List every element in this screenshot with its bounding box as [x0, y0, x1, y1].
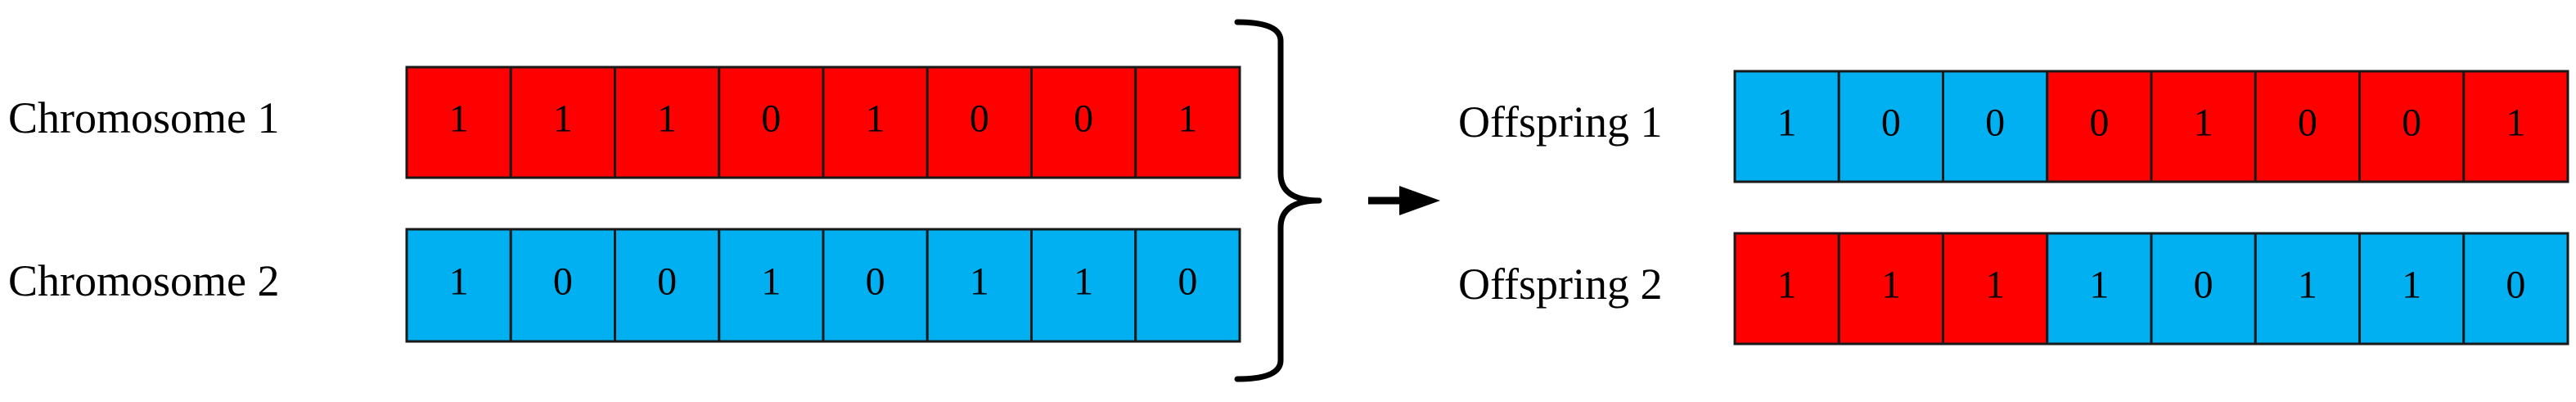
offspring-2-gene-value: 0 [2194, 264, 2213, 307]
offspring-2-gene-cell [2358, 232, 2466, 346]
chromosome-2-gene-value: 0 [553, 260, 573, 304]
chromosome-1-gene-cell [1030, 65, 1137, 179]
right-curly-brace-icon [1234, 19, 1322, 382]
chromosome-2-gene-value: 1 [449, 260, 469, 304]
offspring-1-gene-cell [1733, 70, 1840, 183]
offspring-1-gene-value: 0 [1881, 102, 1901, 145]
offspring-1-row: Offspring 1 1 0 0 0 1 0 0 1 [1458, 70, 2569, 183]
offspring-1-gene-cell [2462, 70, 2569, 183]
chromosome-1-gene-cell [509, 65, 616, 179]
offspring-1-gene-value: 1 [1777, 102, 1797, 145]
offspring-1-gene-cell [2358, 70, 2466, 183]
right-arrow-icon [1368, 186, 1440, 215]
chromosome-1-gene-value: 1 [449, 97, 469, 141]
chromosome-1-label: Chromosome 1 [8, 93, 280, 142]
chromosome-2-gene-value: 1 [1074, 260, 1093, 304]
chromosome-2-gene-value: 0 [866, 260, 885, 304]
chromosome-1-gene-value: 0 [761, 97, 781, 141]
offspring-2-gene-value: 1 [1777, 264, 1797, 307]
chromosome-2-label: Chromosome 2 [8, 256, 280, 305]
offspring-1-label: Offspring 1 [1458, 97, 1663, 147]
offspring-1-gene-value: 1 [2506, 102, 2525, 145]
offspring-2-gene-value: 1 [2089, 264, 2109, 307]
offspring-1-gene-cell [2150, 70, 2257, 183]
offspring-2-gene-value: 0 [2506, 264, 2525, 307]
chromosome-2-gene-value: 1 [761, 260, 781, 304]
offspring-1-gene-value: 0 [1985, 102, 2005, 145]
offspring-1-gene-cell [1837, 70, 1944, 183]
offspring-1-gene-cell [1942, 70, 2049, 183]
offspring-2-row: Offspring 2 1 1 1 1 0 1 1 0 [1458, 232, 2569, 346]
offspring-2-label: Offspring 2 [1458, 260, 1663, 309]
offspring-2-gene-cell [1733, 232, 1840, 346]
chromosome-2-gene-value: 0 [657, 260, 677, 304]
offspring-2-gene-cell [1942, 232, 2049, 346]
chromosome-1-gene-cell [822, 65, 929, 179]
chromosome-2-gene-cell [1134, 228, 1241, 343]
offspring-2-gene-value: 1 [1985, 264, 2005, 307]
chromosome-2-gene-cell [718, 228, 825, 343]
chromosome-2-row: Chromosome 2 1 0 0 1 0 1 1 0 [8, 228, 1241, 343]
offspring-2-gene-value: 1 [2402, 264, 2421, 307]
offspring-1-gene-cell [2254, 70, 2361, 183]
chromosome-1-gene-cell [405, 65, 512, 179]
offspring-1-gene-value: 0 [2402, 102, 2421, 145]
chromosome-2-gene-value: 1 [970, 260, 989, 304]
offspring-2-gene-cell [2462, 232, 2569, 346]
offspring-1-gene-value: 0 [2298, 102, 2317, 145]
chromosome-2-gene-cell [822, 228, 929, 343]
offspring-2-gene-cell [2046, 232, 2153, 346]
chromosome-2-gene-cell [925, 228, 1033, 343]
chromosome-1-gene-value: 1 [1178, 97, 1197, 141]
chromosome-1-gene-cell [614, 65, 721, 179]
chromosome-1-gene-value: 0 [970, 97, 989, 141]
chromosome-1-gene-value: 1 [553, 97, 573, 141]
chromosome-2-gene-cell [509, 228, 616, 343]
offspring-1-gene-cell [2046, 70, 2153, 183]
offspring-2-gene-value: 1 [2298, 264, 2317, 307]
chromosome-1-row: Chromosome 1 1 1 1 0 1 0 0 1 [8, 65, 1241, 179]
chromosome-2-gene-cell [405, 228, 512, 343]
offspring-1-gene-value: 1 [2194, 102, 2213, 145]
offspring-2-gene-cell [2150, 232, 2257, 346]
chromosome-1-gene-value: 0 [1074, 97, 1093, 141]
chromosome-1-gene-cell [1134, 65, 1241, 179]
chromosome-1-gene-value: 1 [866, 97, 885, 141]
offspring-1-gene-value: 0 [2089, 102, 2109, 145]
offspring-2-gene-value: 1 [1881, 264, 1901, 307]
chromosome-1-gene-value: 1 [657, 97, 677, 141]
chromosome-1-gene-cell [925, 65, 1033, 179]
chromosome-2-gene-value: 0 [1178, 260, 1197, 304]
